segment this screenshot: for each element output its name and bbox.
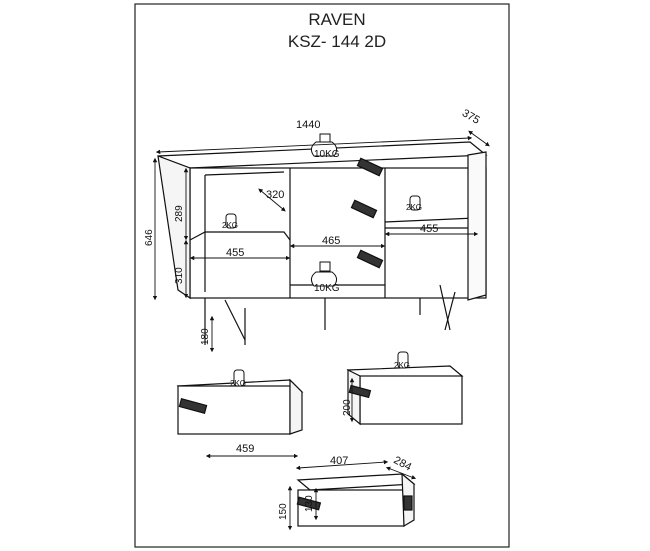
leg [439,284,451,331]
dim-drawer-height: 200 [342,399,353,416]
dim-width: 1440 [296,119,320,131]
model-code: KSZ- 144 2D [287,32,387,51]
weight-icon-drawer-right [397,351,409,369]
dim-bottom-drawer-width: 407 [330,455,348,467]
dim-bottom-drawer-inner-height: 130 [304,495,315,512]
drawer-left [176,378,304,435]
weight-icon-shelf-right [409,195,421,211]
dim-height: 646 [144,229,155,246]
dim-depth: 375 [460,107,482,127]
model-name: RAVEN [308,10,366,29]
load-label-middle: 10KG [314,283,340,294]
dim-leg-height: 180 [200,328,211,345]
weight-icon-shelf-left [225,213,237,229]
load-label-drawer-left: 2KG [230,379,246,388]
load-label-shelf-right: 2KG [406,203,422,212]
dim-left-section: 455 [226,247,244,259]
weight-icon-middle [310,261,338,287]
dim-bottom-drawer-outer-height: 150 [278,503,289,520]
dim-right-section: 455 [420,223,438,235]
page-border [134,3,510,548]
dim-lower-shelf: 310 [174,267,185,284]
dim-upper-shelf: 289 [174,205,185,222]
load-label-top: 10KG [314,149,340,160]
weight-icon-drawer-left [233,369,245,387]
dim-drawer-width: 459 [236,443,254,455]
shelf-left [189,231,291,241]
dim-middle-section: 465 [322,235,340,247]
dim-inner-depth: 320 [266,189,284,201]
cabinet-left-side [157,155,191,300]
right-door [467,151,487,301]
load-label-drawer-right: 2KG [394,361,410,370]
drawer-right [346,365,464,426]
load-label-shelf-left: 2KG [222,221,238,230]
cabinet-front [189,167,487,299]
